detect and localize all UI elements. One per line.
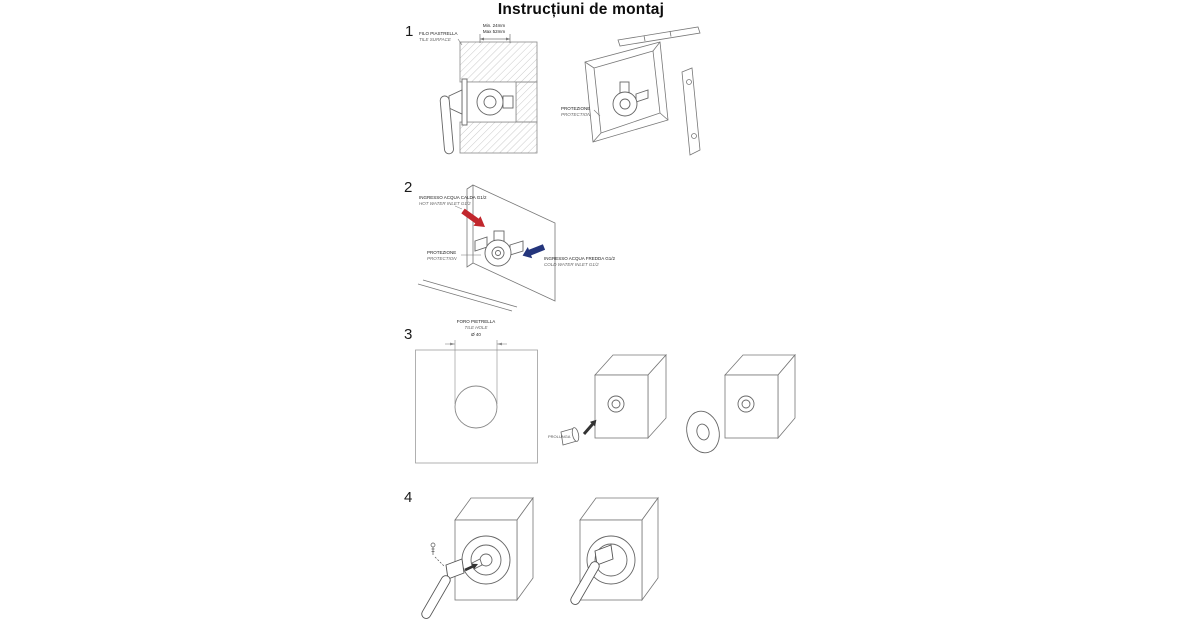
valve-stub — [607, 395, 625, 413]
step-4-number: 4 — [404, 489, 413, 506]
page-title: Instrucțiuni de montaj — [497, 1, 665, 18]
leader-line — [593, 109, 601, 117]
step4-finished-drawing — [570, 496, 659, 605]
hatched-wall — [459, 41, 538, 154]
step-1-number: 1 — [405, 23, 414, 40]
valve-recess — [461, 535, 511, 585]
hot-water-arrow-icon — [461, 208, 485, 227]
extension-part — [560, 427, 580, 446]
valve-stub — [737, 395, 755, 413]
dim-arrowhead-right — [497, 342, 502, 346]
mixer-valve-section — [439, 78, 514, 155]
insert-arrow-icon — [582, 419, 597, 435]
handle-lever — [421, 558, 465, 619]
insert-arrow-icon — [464, 563, 478, 572]
protection-label-step2: PROTEZIONE PROTECTION — [427, 250, 457, 261]
depth-dimension-label: Min. 24mm Max 52mm — [482, 23, 506, 34]
protection-cover-panel — [681, 67, 701, 156]
step1-niche-isometric-drawing — [584, 26, 701, 156]
valve-body — [612, 81, 649, 117]
step2-water-connection-drawing — [417, 184, 556, 312]
tile-surface-label: FILO PIASTRELLA TILE SURFACE — [419, 31, 458, 42]
dim-arrowhead-left — [480, 37, 484, 41]
mounted-handle-lever — [570, 544, 614, 605]
diameter-label: Ø 40 — [471, 332, 481, 337]
wall-box — [724, 353, 796, 440]
tile-hole-circle — [454, 385, 498, 429]
wall-box — [594, 353, 667, 440]
step1-wall-section-drawing — [439, 34, 538, 155]
step-3-number: 3 — [404, 326, 413, 343]
cold-water-label: INGRESSO ACQUA FREDDA G1/2 COLD WATER IN… — [544, 256, 616, 267]
rosette-ring — [686, 410, 720, 454]
step3-rosette-drawing — [686, 353, 796, 454]
protection-label-step1: PROTEZIONE PROTECTION — [561, 106, 591, 117]
step-2-number: 2 — [404, 179, 413, 196]
hot-water-label: INGRESSO ACQUA CALDA G1/2 HOT WATER INLE… — [419, 195, 487, 206]
step4-handle-install-drawing — [421, 496, 534, 619]
leader-line — [457, 38, 463, 46]
grub-screw-icon — [430, 542, 445, 567]
step3-tile-hole-drawing — [415, 340, 538, 464]
dim-arrowhead-right — [506, 37, 510, 41]
leader-line — [454, 205, 463, 210]
wall-slab — [417, 184, 556, 312]
cold-water-arrow-icon — [522, 244, 546, 259]
depth-dimension-lines — [479, 34, 511, 43]
tile-hole-label: FORO PIETRELLA TILE HOLE — [456, 319, 496, 330]
spirit-level-icon — [617, 26, 701, 47]
valve-body — [474, 230, 524, 267]
step3-plug-insert-drawing — [560, 353, 667, 446]
dim-arrowhead-left — [450, 342, 455, 346]
extension-part-label: PROLUNGA — [548, 434, 571, 439]
